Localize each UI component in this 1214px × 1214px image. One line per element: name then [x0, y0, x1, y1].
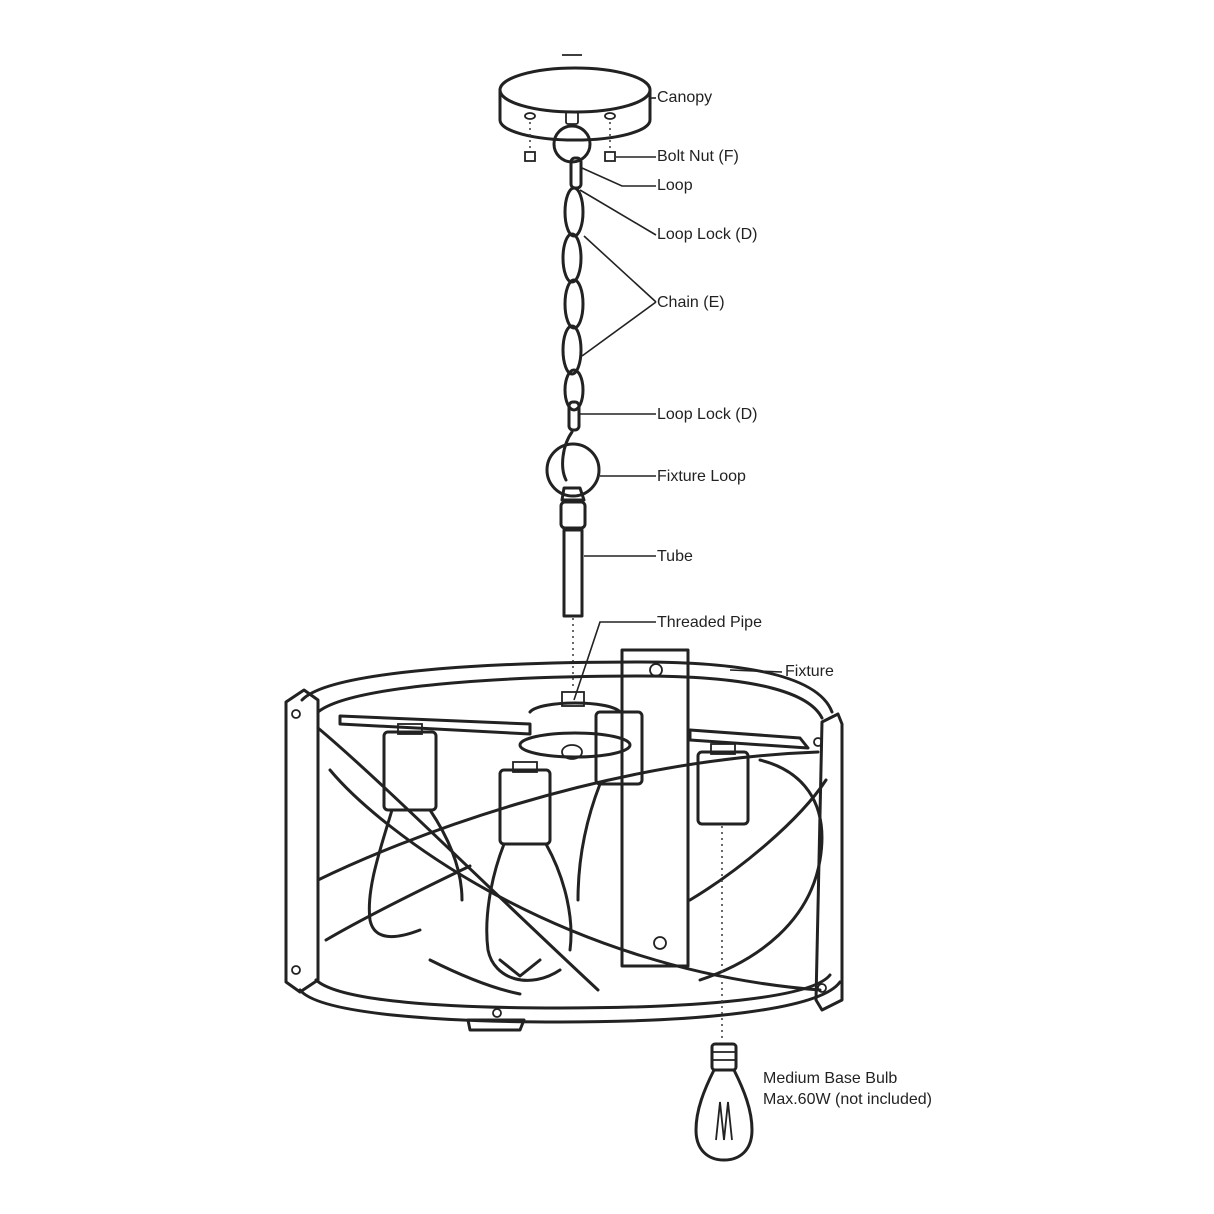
label-fixture: Fixture — [785, 663, 834, 680]
chain-part — [561, 156, 585, 432]
fixture-loop-part — [545, 430, 601, 498]
label-canopy: Canopy — [657, 89, 713, 106]
label-chain: Chain (E) — [657, 294, 725, 311]
top-loop — [552, 111, 592, 164]
label-bolt-nut: Bolt Nut (F) — [657, 148, 739, 165]
label-bulb-line2: Max.60W (not included) — [763, 1091, 932, 1108]
label-loop-lock-top: Loop Lock (D) — [657, 226, 758, 243]
fixture-part — [284, 648, 844, 1040]
bolt-nuts — [524, 122, 616, 162]
label-bulb-line1: Medium Base Bulb — [763, 1070, 898, 1087]
medium-base-bulb — [694, 1042, 754, 1162]
leader-lines — [573, 97, 783, 701]
tube-part — [559, 486, 587, 690]
label-loop-lock-bottom: Loop Lock (D) — [657, 406, 758, 423]
label-loop: Loop — [657, 177, 693, 194]
label-tube: Tube — [657, 548, 693, 565]
label-threaded-pipe: Threaded Pipe — [657, 614, 762, 631]
label-fixture-loop: Fixture Loop — [657, 468, 746, 485]
